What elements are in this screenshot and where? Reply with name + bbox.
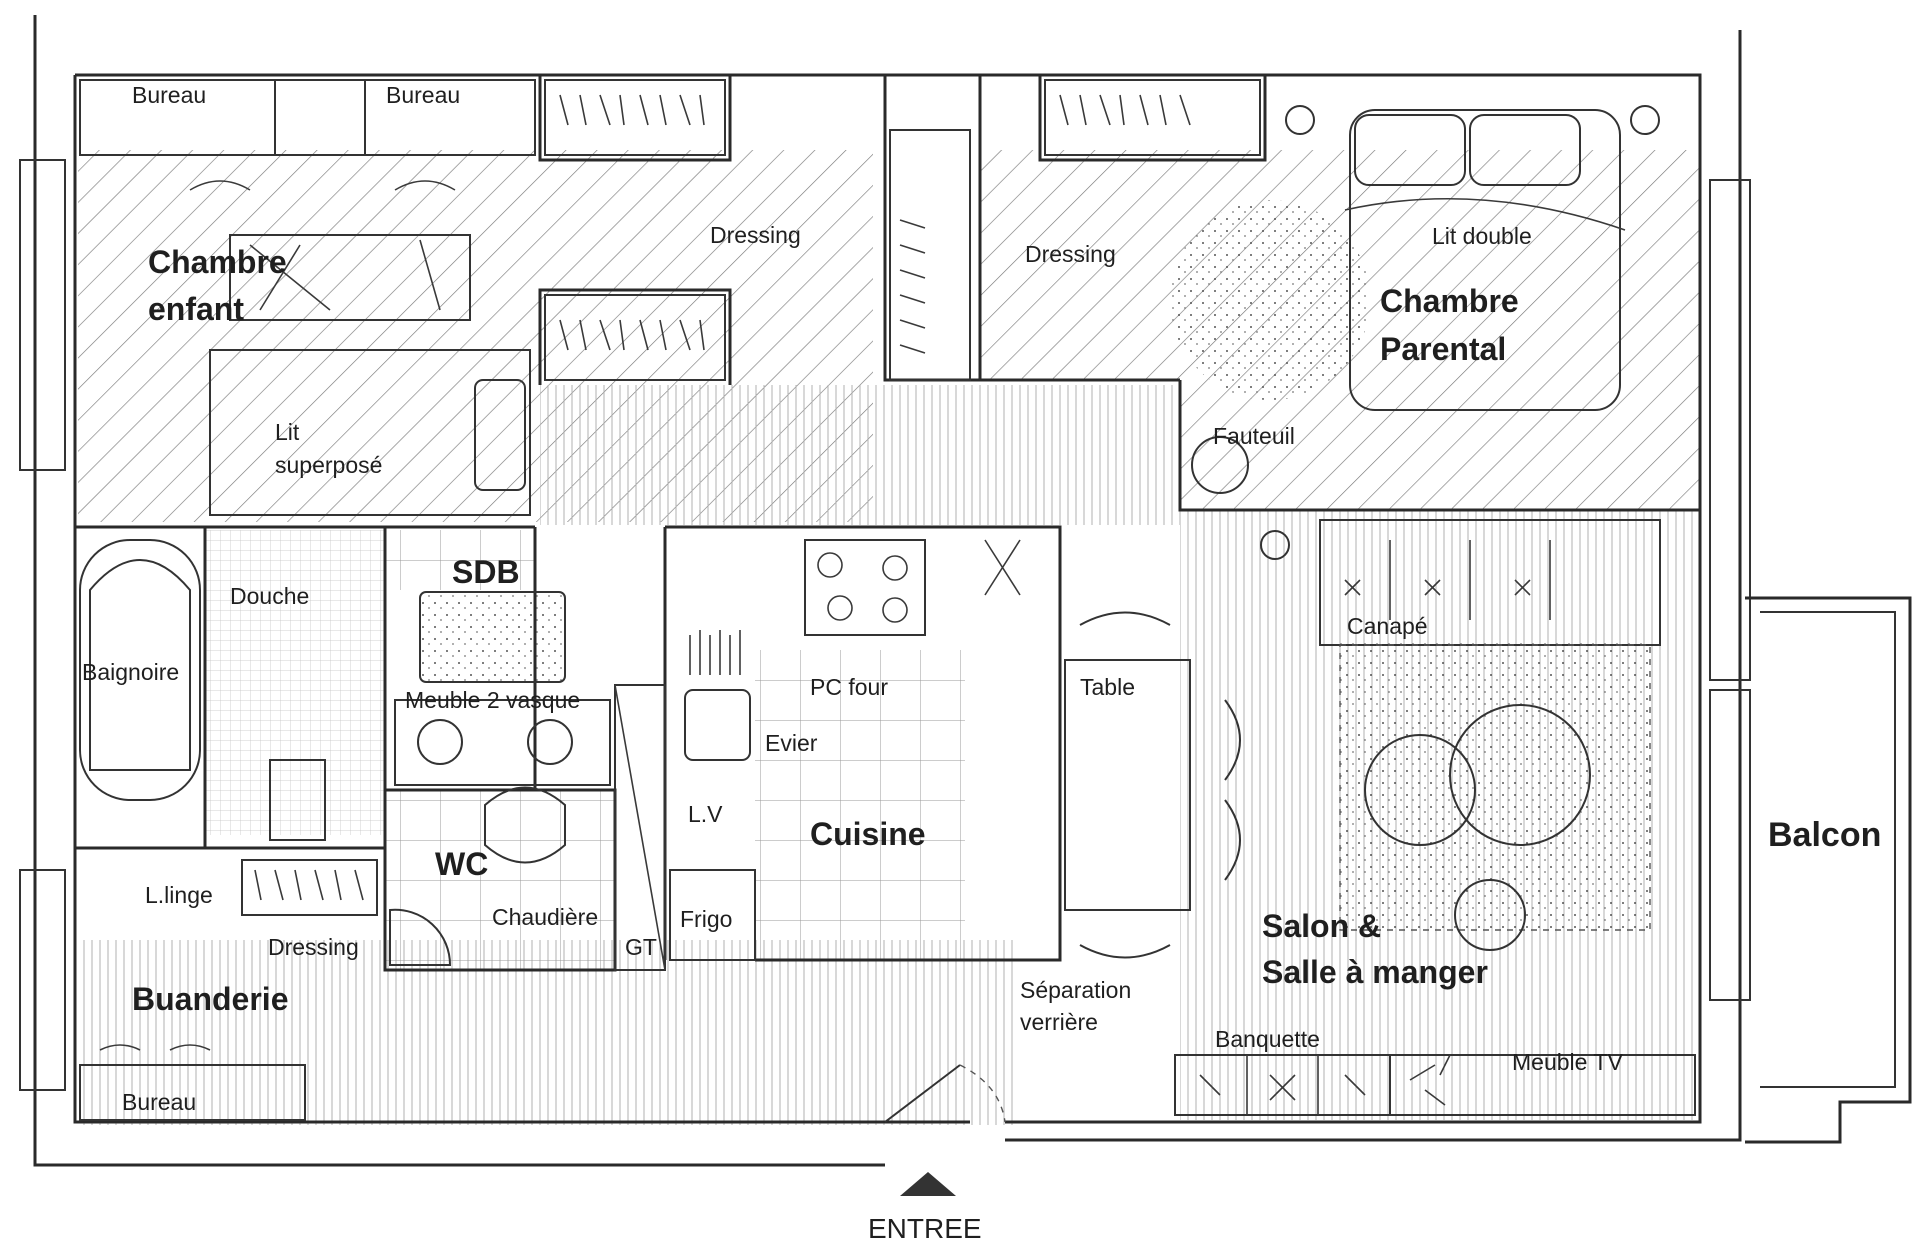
label-separation-2: verrière (1020, 1009, 1098, 1035)
label-bureau-2: Bureau (386, 82, 460, 108)
label-buanderie: Buanderie (132, 981, 288, 1017)
bathroom-fixtures (79, 539, 611, 966)
label-chambre-enfant-1: Chambre (148, 244, 287, 280)
windows (19, 159, 1751, 1091)
desks (79, 79, 536, 1121)
label-salon-2: Salle à manger (1262, 954, 1488, 990)
label-banquette: Banquette (1215, 1026, 1320, 1052)
label-fauteuil: Fauteuil (1213, 423, 1295, 449)
label-meuble-vasque: Meuble 2 vasque (405, 687, 580, 713)
label-entree: ENTREE (868, 1213, 982, 1244)
balcony (1745, 596, 1912, 1144)
label-lit-double: Lit double (1432, 223, 1532, 249)
label-separation-1: Séparation (1020, 977, 1131, 1003)
label-cuisine: Cuisine (810, 816, 926, 852)
label-canape: Canapé (1347, 613, 1428, 639)
living-furniture (1174, 519, 1696, 1116)
label-frigo: Frigo (680, 906, 732, 932)
label-salon-1: Salon & (1262, 908, 1381, 944)
label-llinge: L.linge (145, 882, 213, 908)
label-chambre-parental-1: Chambre (1380, 283, 1519, 319)
label-lv: L.V (688, 801, 723, 827)
label-sdb: SDB (452, 554, 520, 590)
entrance-arrow-icon (900, 1172, 956, 1196)
label-wc: WC (435, 846, 488, 882)
label-bureau-3: Bureau (122, 1089, 196, 1115)
dining-table (1064, 611, 1241, 959)
walls (33, 15, 1742, 1167)
label-lit-superpose-2: superposé (275, 452, 382, 478)
label-meuble-tv: Meuble TV (1512, 1049, 1623, 1075)
label-chaudiere: Chaudière (492, 904, 598, 930)
label-lit-superpose-1: Lit (275, 419, 300, 445)
label-table: Table (1080, 674, 1135, 700)
label-gt: GT (625, 934, 657, 960)
label-baignoire: Baignoire (82, 659, 179, 685)
armchair (1191, 436, 1249, 494)
dressings (241, 79, 1261, 916)
label-bureau-1: Bureau (132, 82, 206, 108)
label-balcon: Balcon (1768, 816, 1881, 854)
kitchen-fixtures (614, 539, 1021, 971)
floor-textures (78, 150, 1700, 1125)
beds (209, 109, 1626, 516)
entrance-door (884, 1064, 1006, 1123)
label-dressing-2: Dressing (1025, 241, 1116, 267)
label-dressing-1: Dressing (710, 222, 801, 248)
radiators (1260, 105, 1660, 560)
label-evier: Evier (765, 730, 818, 756)
label-dressing-3: Dressing (268, 934, 359, 960)
label-chambre-parental-2: Parental (1380, 331, 1506, 367)
label-pc-four: PC four (810, 674, 888, 700)
label-chambre-enfant-2: enfant (148, 291, 244, 327)
label-douche: Douche (230, 583, 309, 609)
